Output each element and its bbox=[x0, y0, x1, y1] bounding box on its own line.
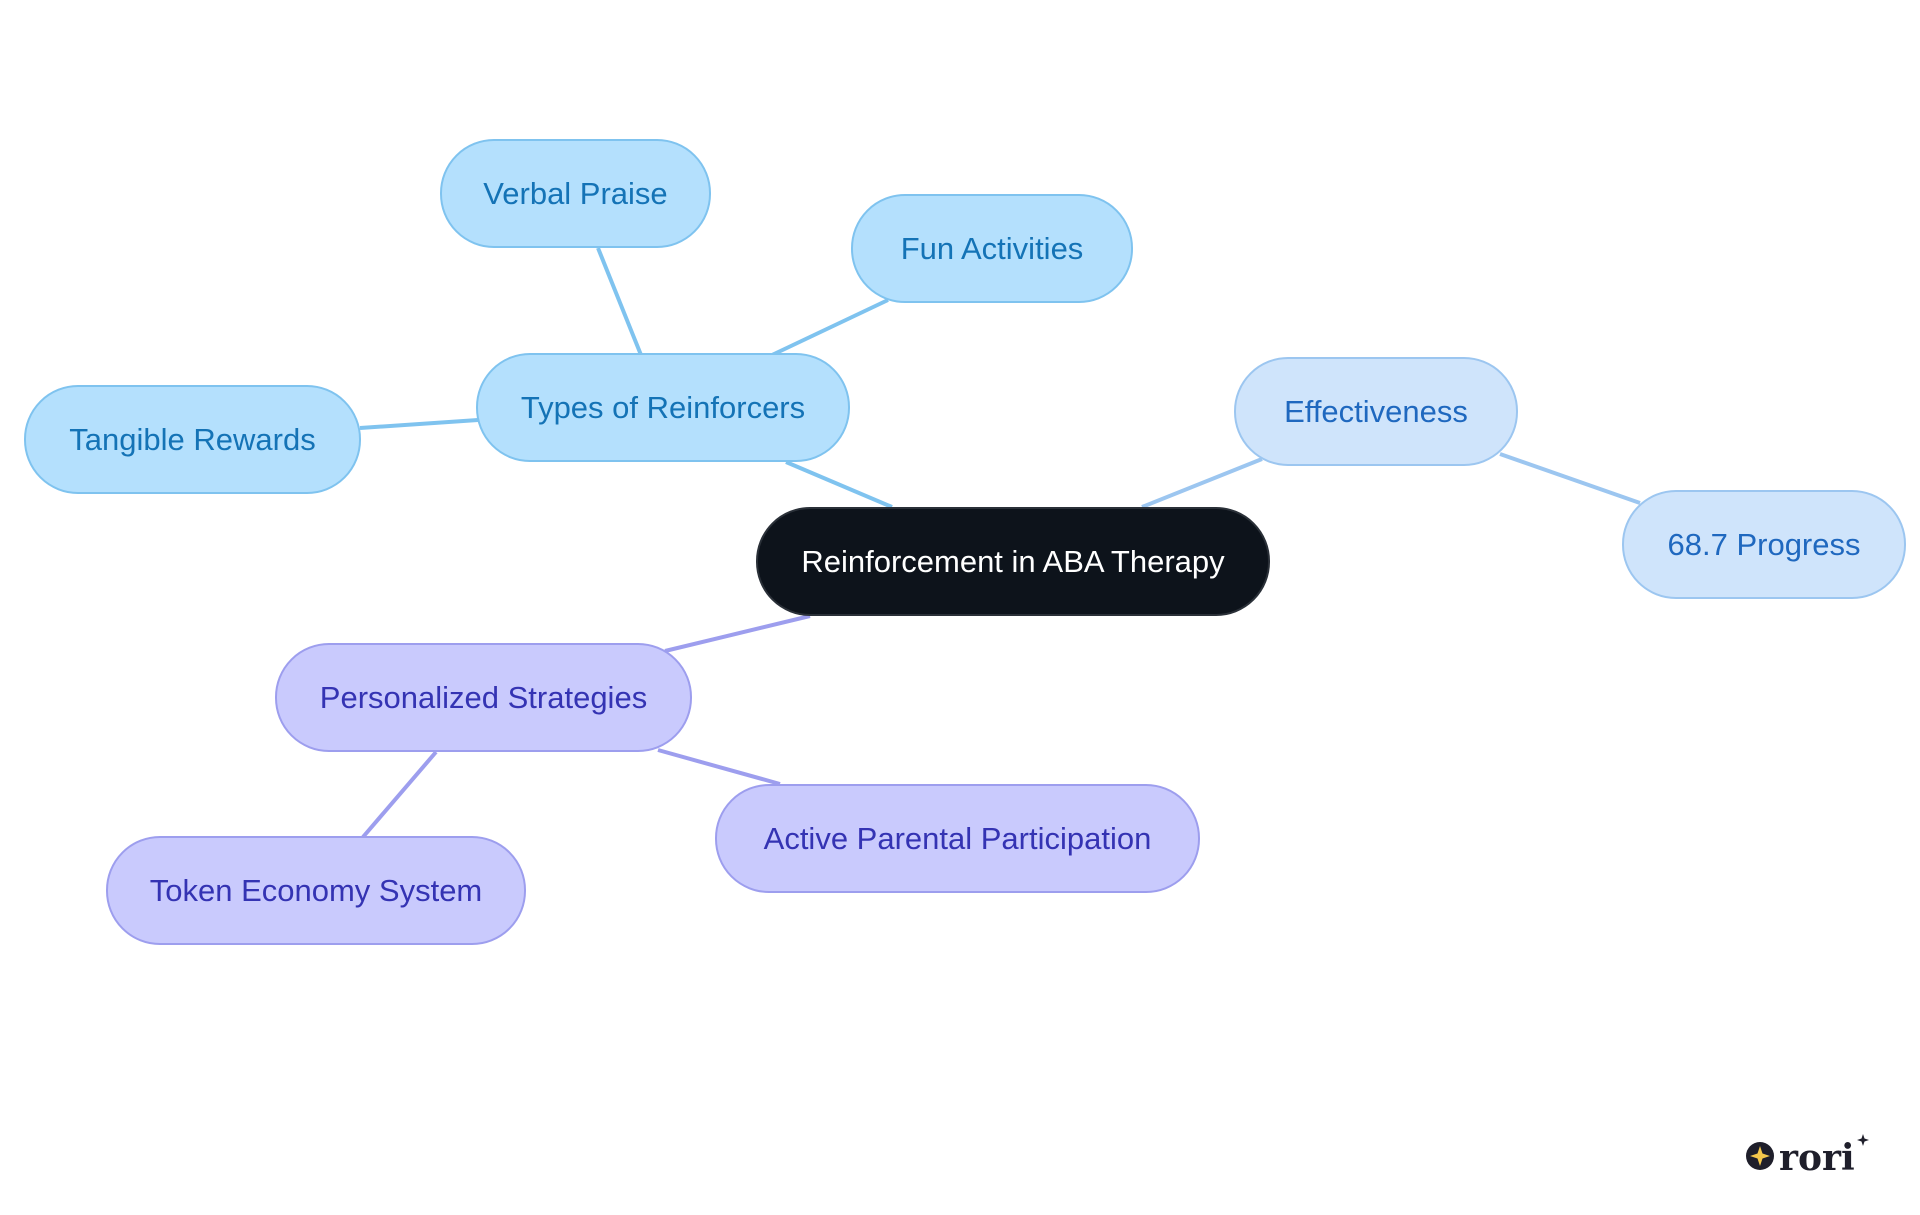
edge-personal-token bbox=[361, 750, 438, 839]
node-verbal-praise: Verbal Praise bbox=[440, 139, 711, 248]
edge-personal-parental bbox=[657, 748, 781, 786]
edge-root-personal bbox=[664, 614, 811, 653]
edge-root-effect bbox=[1141, 457, 1263, 509]
node-token-economy-system: Token Economy System bbox=[106, 836, 526, 945]
node-personalized-strategies: Personalized Strategies bbox=[275, 643, 692, 752]
logo-small-star-icon bbox=[1857, 1134, 1869, 1146]
logo-wordmark: rori bbox=[1779, 1137, 1855, 1174]
node-tangible-rewards: Tangible Rewards bbox=[24, 385, 361, 494]
edge-types-fun bbox=[771, 298, 889, 357]
node-effectiveness: Effectiveness bbox=[1234, 357, 1518, 466]
node-68-7-progress: 68.7 Progress bbox=[1622, 490, 1906, 599]
node-root: Reinforcement in ABA Therapy bbox=[756, 507, 1270, 616]
edge-types-tangible bbox=[359, 418, 479, 430]
node-fun-activities: Fun Activities bbox=[851, 194, 1133, 303]
logo-sparkle-icon bbox=[1750, 1146, 1770, 1166]
edge-root-types bbox=[785, 460, 893, 509]
edge-effect-progress bbox=[1499, 452, 1641, 505]
node-types-of-reinforcers: Types of Reinforcers bbox=[476, 353, 850, 462]
edge-types-verbal bbox=[596, 247, 643, 356]
rori-logo: rori bbox=[1746, 1134, 1869, 1174]
node-active-parental-participation: Active Parental Participation bbox=[715, 784, 1200, 893]
